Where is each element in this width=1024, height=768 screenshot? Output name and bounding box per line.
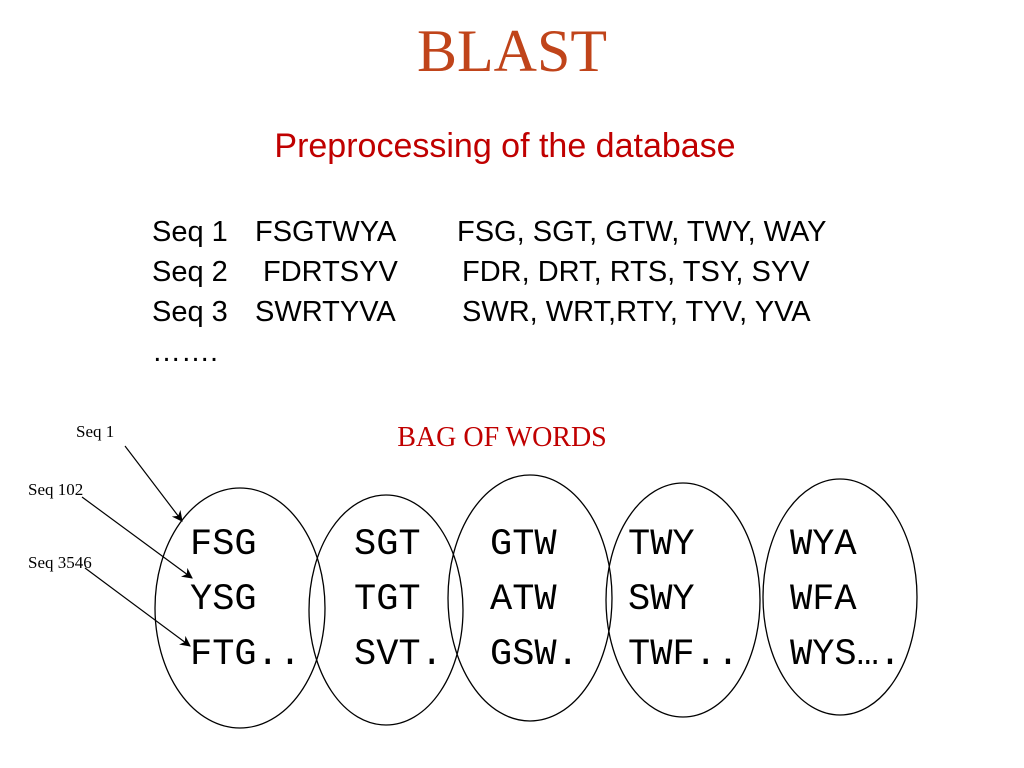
seq-2-words: FDR, DRT, RTS, TSY, SYV xyxy=(462,256,810,288)
seq-2-label: Seq 2 xyxy=(152,256,228,288)
seq-1-label: Seq 1 xyxy=(152,216,228,248)
bag-1-word: FSG xyxy=(190,524,257,566)
bag-4-word: TWY xyxy=(628,524,695,566)
bag-5-word: WYS…. xyxy=(790,634,902,676)
bag-1-word: YSG xyxy=(190,579,257,621)
pointer-label-seq-1: Seq 1 xyxy=(76,422,115,441)
slide-subtitle: Preprocessing of the database xyxy=(274,127,736,165)
bag-ellipse-4 xyxy=(605,482,761,718)
ellipsis: ……. xyxy=(152,336,219,368)
pointer-label-seq-3546: Seq 3546 xyxy=(28,553,92,572)
bag-2-word: TGT xyxy=(354,579,421,621)
seq-2-sequence: FDRTSYV xyxy=(263,256,398,288)
arrow-seq-1 xyxy=(124,445,183,522)
bag-ellipse-1 xyxy=(154,487,326,729)
bag-3-word: GTW xyxy=(490,524,557,566)
seq-3-sequence: SWRTYVA xyxy=(255,296,396,328)
bag-3-word: ATW xyxy=(490,579,557,621)
bag-ellipse-2 xyxy=(308,494,464,726)
bag-5-word: WFA xyxy=(790,579,857,621)
slide-title: BLAST xyxy=(416,18,608,84)
arrow-seq-102 xyxy=(81,496,193,579)
bag-4-word: SWY xyxy=(628,579,695,621)
seq-3-label: Seq 3 xyxy=(152,296,228,328)
bag-5-word: WYA xyxy=(790,524,857,566)
pointer-label-seq-102: Seq 102 xyxy=(28,480,84,499)
seq-1-words: FSG, SGT, GTW, TWY, WAY xyxy=(457,216,827,248)
seq-3-words: SWR, WRT,RTY, TYV, YVA xyxy=(462,296,811,328)
bag-2-word: SGT xyxy=(354,524,421,566)
bag-1-word: FTG.. xyxy=(190,634,302,676)
bag-ellipse-3 xyxy=(447,474,613,722)
bag-4-word: TWF.. xyxy=(628,634,740,676)
bag-2-word: SVT. xyxy=(354,634,443,676)
seq-1-sequence: FSGTWYA xyxy=(255,216,397,248)
bag-of-words-title: BAG OF WORDS xyxy=(397,422,607,453)
bag-3-word: GSW. xyxy=(490,634,579,676)
arrow-seq-3546 xyxy=(84,567,191,647)
bag-ellipse-5 xyxy=(762,478,918,716)
